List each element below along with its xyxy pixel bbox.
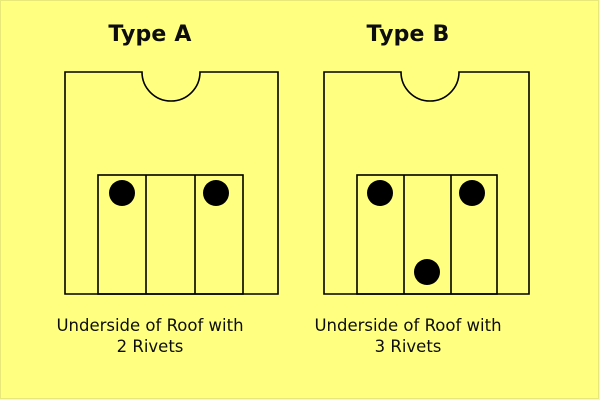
- title-type-a: Type A: [108, 22, 192, 47]
- rivet-left-b: [367, 180, 393, 206]
- diagram-type-b: Type B Underside of Roof with 3 Rivets: [258, 0, 558, 400]
- caption-line-1-a: Underside of Roof with: [56, 316, 244, 335]
- rivet-right-a: [203, 180, 229, 206]
- roof-underside-drawing-a: [64, 71, 279, 295]
- caption-line-2-b: 3 Rivets: [374, 337, 442, 356]
- inner-panel-block-b: [356, 174, 498, 295]
- caption-line-1-b: Underside of Roof with: [314, 316, 502, 335]
- roof-outline-a: [64, 71, 279, 295]
- roof-outline-b: [323, 71, 530, 295]
- diagram-type-a: Type A Underside of Roof with 2 Rivets: [0, 22, 300, 357]
- rivet-bottom-center-b: [414, 259, 440, 285]
- rivet-right-b: [459, 180, 485, 206]
- caption-line-2-a: 2 Rivets: [116, 337, 184, 356]
- caption-type-b: Underside of Roof with 3 Rivets: [258, 315, 558, 357]
- rivet-left-a: [109, 180, 135, 206]
- title-type-b: Type B: [366, 22, 450, 47]
- caption-type-a: Underside of Roof with 2 Rivets: [0, 315, 300, 357]
- inner-panel-block-a: [97, 174, 244, 295]
- roof-underside-drawing-b: [323, 71, 530, 295]
